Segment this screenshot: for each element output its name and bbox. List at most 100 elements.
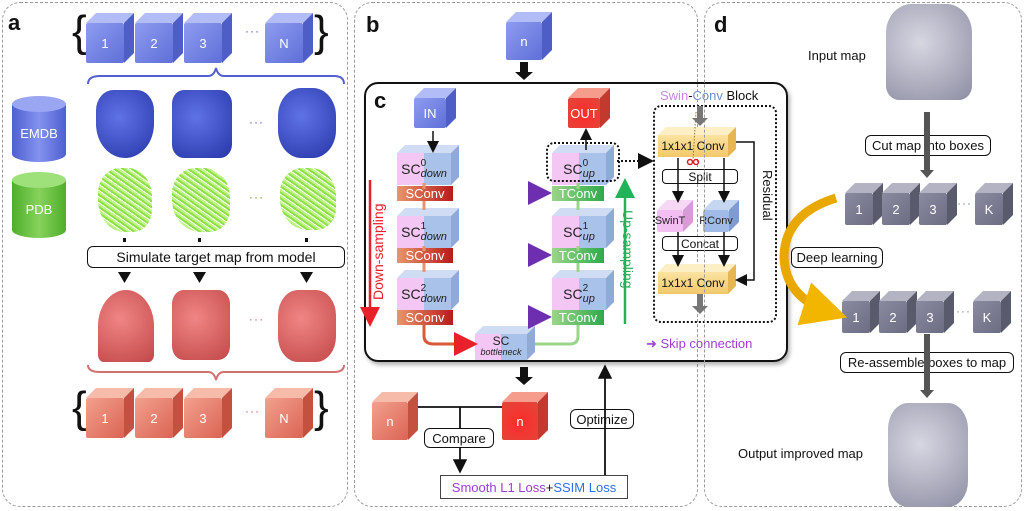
block-input-arrow bbox=[692, 106, 708, 126]
red-brace bbox=[87, 364, 345, 381]
target-box-cube: n bbox=[372, 392, 418, 440]
left-brace: { bbox=[72, 7, 87, 56]
improved-box-cube-3: 3 bbox=[916, 291, 954, 333]
swin-conv-block-title: Swin-Conv Block bbox=[660, 88, 759, 103]
blue-brace bbox=[87, 67, 345, 85]
input-map-image bbox=[886, 4, 972, 100]
output-map-image bbox=[888, 403, 968, 507]
concat-box: Concat bbox=[662, 236, 738, 251]
map-box-cube-3: 3 bbox=[919, 183, 957, 225]
panel-a bbox=[2, 2, 348, 507]
panel-b-label: b bbox=[366, 12, 380, 37]
cut-arrow-head bbox=[920, 170, 934, 178]
input-cube-3: 3 bbox=[184, 13, 232, 63]
pdb-database-icon: PDB bbox=[12, 172, 66, 238]
target-cube-1: 1 bbox=[86, 388, 134, 438]
panel-a-label: a bbox=[8, 10, 21, 35]
in-cube: IN bbox=[414, 88, 456, 128]
swint-cube: SwinT bbox=[655, 200, 693, 232]
map-box-cube-k: K bbox=[975, 183, 1013, 225]
conv-1x1x1-bottom: 1x1x1 Conv bbox=[658, 264, 736, 294]
ellipsis: ··· bbox=[249, 115, 264, 129]
pdb-model-n bbox=[280, 168, 336, 230]
sconv-0: SConv bbox=[397, 186, 453, 201]
block-output-arrow bbox=[692, 294, 708, 314]
panel-d-label: d bbox=[714, 12, 728, 37]
ellipsis: ··· bbox=[245, 404, 260, 418]
map-box-cube-1: 1 bbox=[845, 183, 883, 225]
target-cube-3: 3 bbox=[184, 388, 232, 438]
input-box-cube: n bbox=[506, 12, 552, 60]
ellipsis: ··· bbox=[245, 24, 260, 38]
compare-connector bbox=[418, 406, 502, 474]
improved-box-cube-2: 2 bbox=[879, 291, 917, 333]
right-brace: } bbox=[314, 7, 329, 56]
panel-c-network bbox=[364, 82, 788, 362]
reassemble-arrow-shaft bbox=[924, 334, 930, 392]
input-cube-n: N bbox=[265, 13, 313, 63]
simulated-map-n bbox=[278, 290, 336, 362]
block-internal-arrows bbox=[672, 141, 755, 286]
output-down-arrow bbox=[515, 367, 533, 385]
ellipsis: ··· bbox=[249, 190, 264, 204]
conv-1x1x1-top: 1x1x1 Conv bbox=[658, 127, 736, 157]
skip-connection-arrows bbox=[456, 181, 552, 329]
left-brace: { bbox=[72, 383, 87, 432]
emdb-map-n bbox=[278, 88, 336, 158]
scissors-icon bbox=[686, 111, 700, 166]
input-down-arrow bbox=[515, 62, 533, 80]
panel-b bbox=[354, 2, 698, 507]
cut-arrow-shaft bbox=[924, 112, 930, 172]
rconv-cube: RConv bbox=[699, 200, 739, 232]
compare-box: Compare bbox=[424, 428, 494, 448]
output-box-cube: n bbox=[502, 392, 548, 440]
input-cube-2: 2 bbox=[135, 13, 183, 63]
right-brace: } bbox=[314, 383, 329, 432]
simulate-target-map-box: Simulate target map from model bbox=[87, 246, 345, 268]
ellipsis: ··· bbox=[249, 312, 264, 326]
skip-connection-legend: ➜ Skip connection bbox=[646, 336, 753, 351]
reassemble-arrow-head bbox=[920, 390, 934, 398]
bottleneck-out-path bbox=[535, 325, 580, 346]
deep-learning-arrow bbox=[779, 193, 848, 326]
target-cube-n: N bbox=[265, 388, 313, 438]
optimize-box: Optimize bbox=[570, 409, 634, 429]
simulate-arrows bbox=[118, 238, 313, 283]
tconv-0: TConv bbox=[552, 186, 604, 201]
sconv-2: SConv bbox=[397, 310, 453, 325]
target-cube-2: 2 bbox=[135, 388, 183, 438]
input-map-label: Input map bbox=[808, 48, 866, 63]
panel-c-label: c bbox=[374, 88, 387, 113]
panel-d bbox=[704, 2, 1022, 507]
swin-conv-block bbox=[653, 105, 777, 323]
out-cube: OUT bbox=[568, 88, 610, 128]
sconv-1: SConv bbox=[397, 248, 453, 263]
deep-learning-box: Deep learning bbox=[791, 247, 883, 268]
ellipsis: ··· bbox=[957, 196, 972, 210]
pdb-model-1 bbox=[98, 168, 152, 232]
map-box-cube-2: 2 bbox=[882, 183, 920, 225]
simulated-map-1 bbox=[98, 290, 154, 362]
output-map-label: Output improved map bbox=[738, 446, 864, 461]
split-box: Split bbox=[662, 169, 738, 184]
loss-function-box: Smooth L1 Loss + SSIM Loss bbox=[440, 475, 628, 499]
pdb-model-2 bbox=[172, 168, 230, 232]
emdb-map-1 bbox=[96, 90, 154, 158]
skip-arrow-icon: ➜ bbox=[646, 336, 661, 351]
ellipsis: ··· bbox=[956, 304, 971, 318]
tconv-2: TConv bbox=[552, 310, 604, 325]
emdb-database-icon: EMDB bbox=[12, 96, 66, 162]
improved-box-cube-k: K bbox=[973, 291, 1011, 333]
emdb-map-2 bbox=[172, 90, 232, 158]
bottleneck-in-path bbox=[422, 325, 478, 356]
simulated-map-2 bbox=[172, 290, 230, 360]
tconv-1: TConv bbox=[552, 248, 604, 263]
input-cube-1: 1 bbox=[86, 13, 134, 63]
